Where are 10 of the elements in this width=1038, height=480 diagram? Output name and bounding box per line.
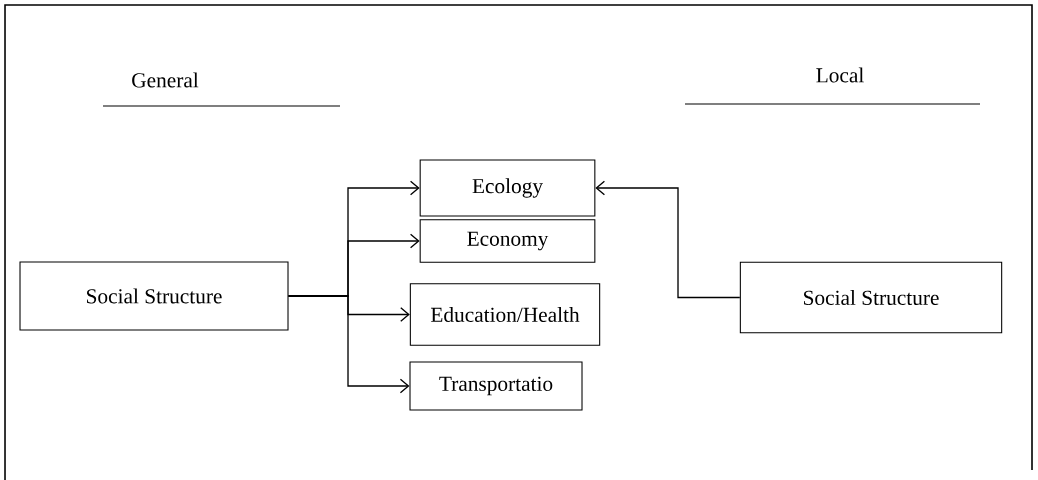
text-box: Transportatio [409, 361, 583, 411]
text-box: Social Structure [19, 261, 289, 331]
arrow [287, 295, 410, 394]
text-box: Ecology [419, 159, 596, 217]
text-box: Social Structure [739, 261, 1003, 334]
heading-label: Local [816, 67, 864, 83]
text-box: Education/Health [409, 283, 601, 346]
heading-label: General [132, 72, 199, 88]
arrow [595, 180, 741, 299]
text-box: Economy [419, 219, 596, 263]
